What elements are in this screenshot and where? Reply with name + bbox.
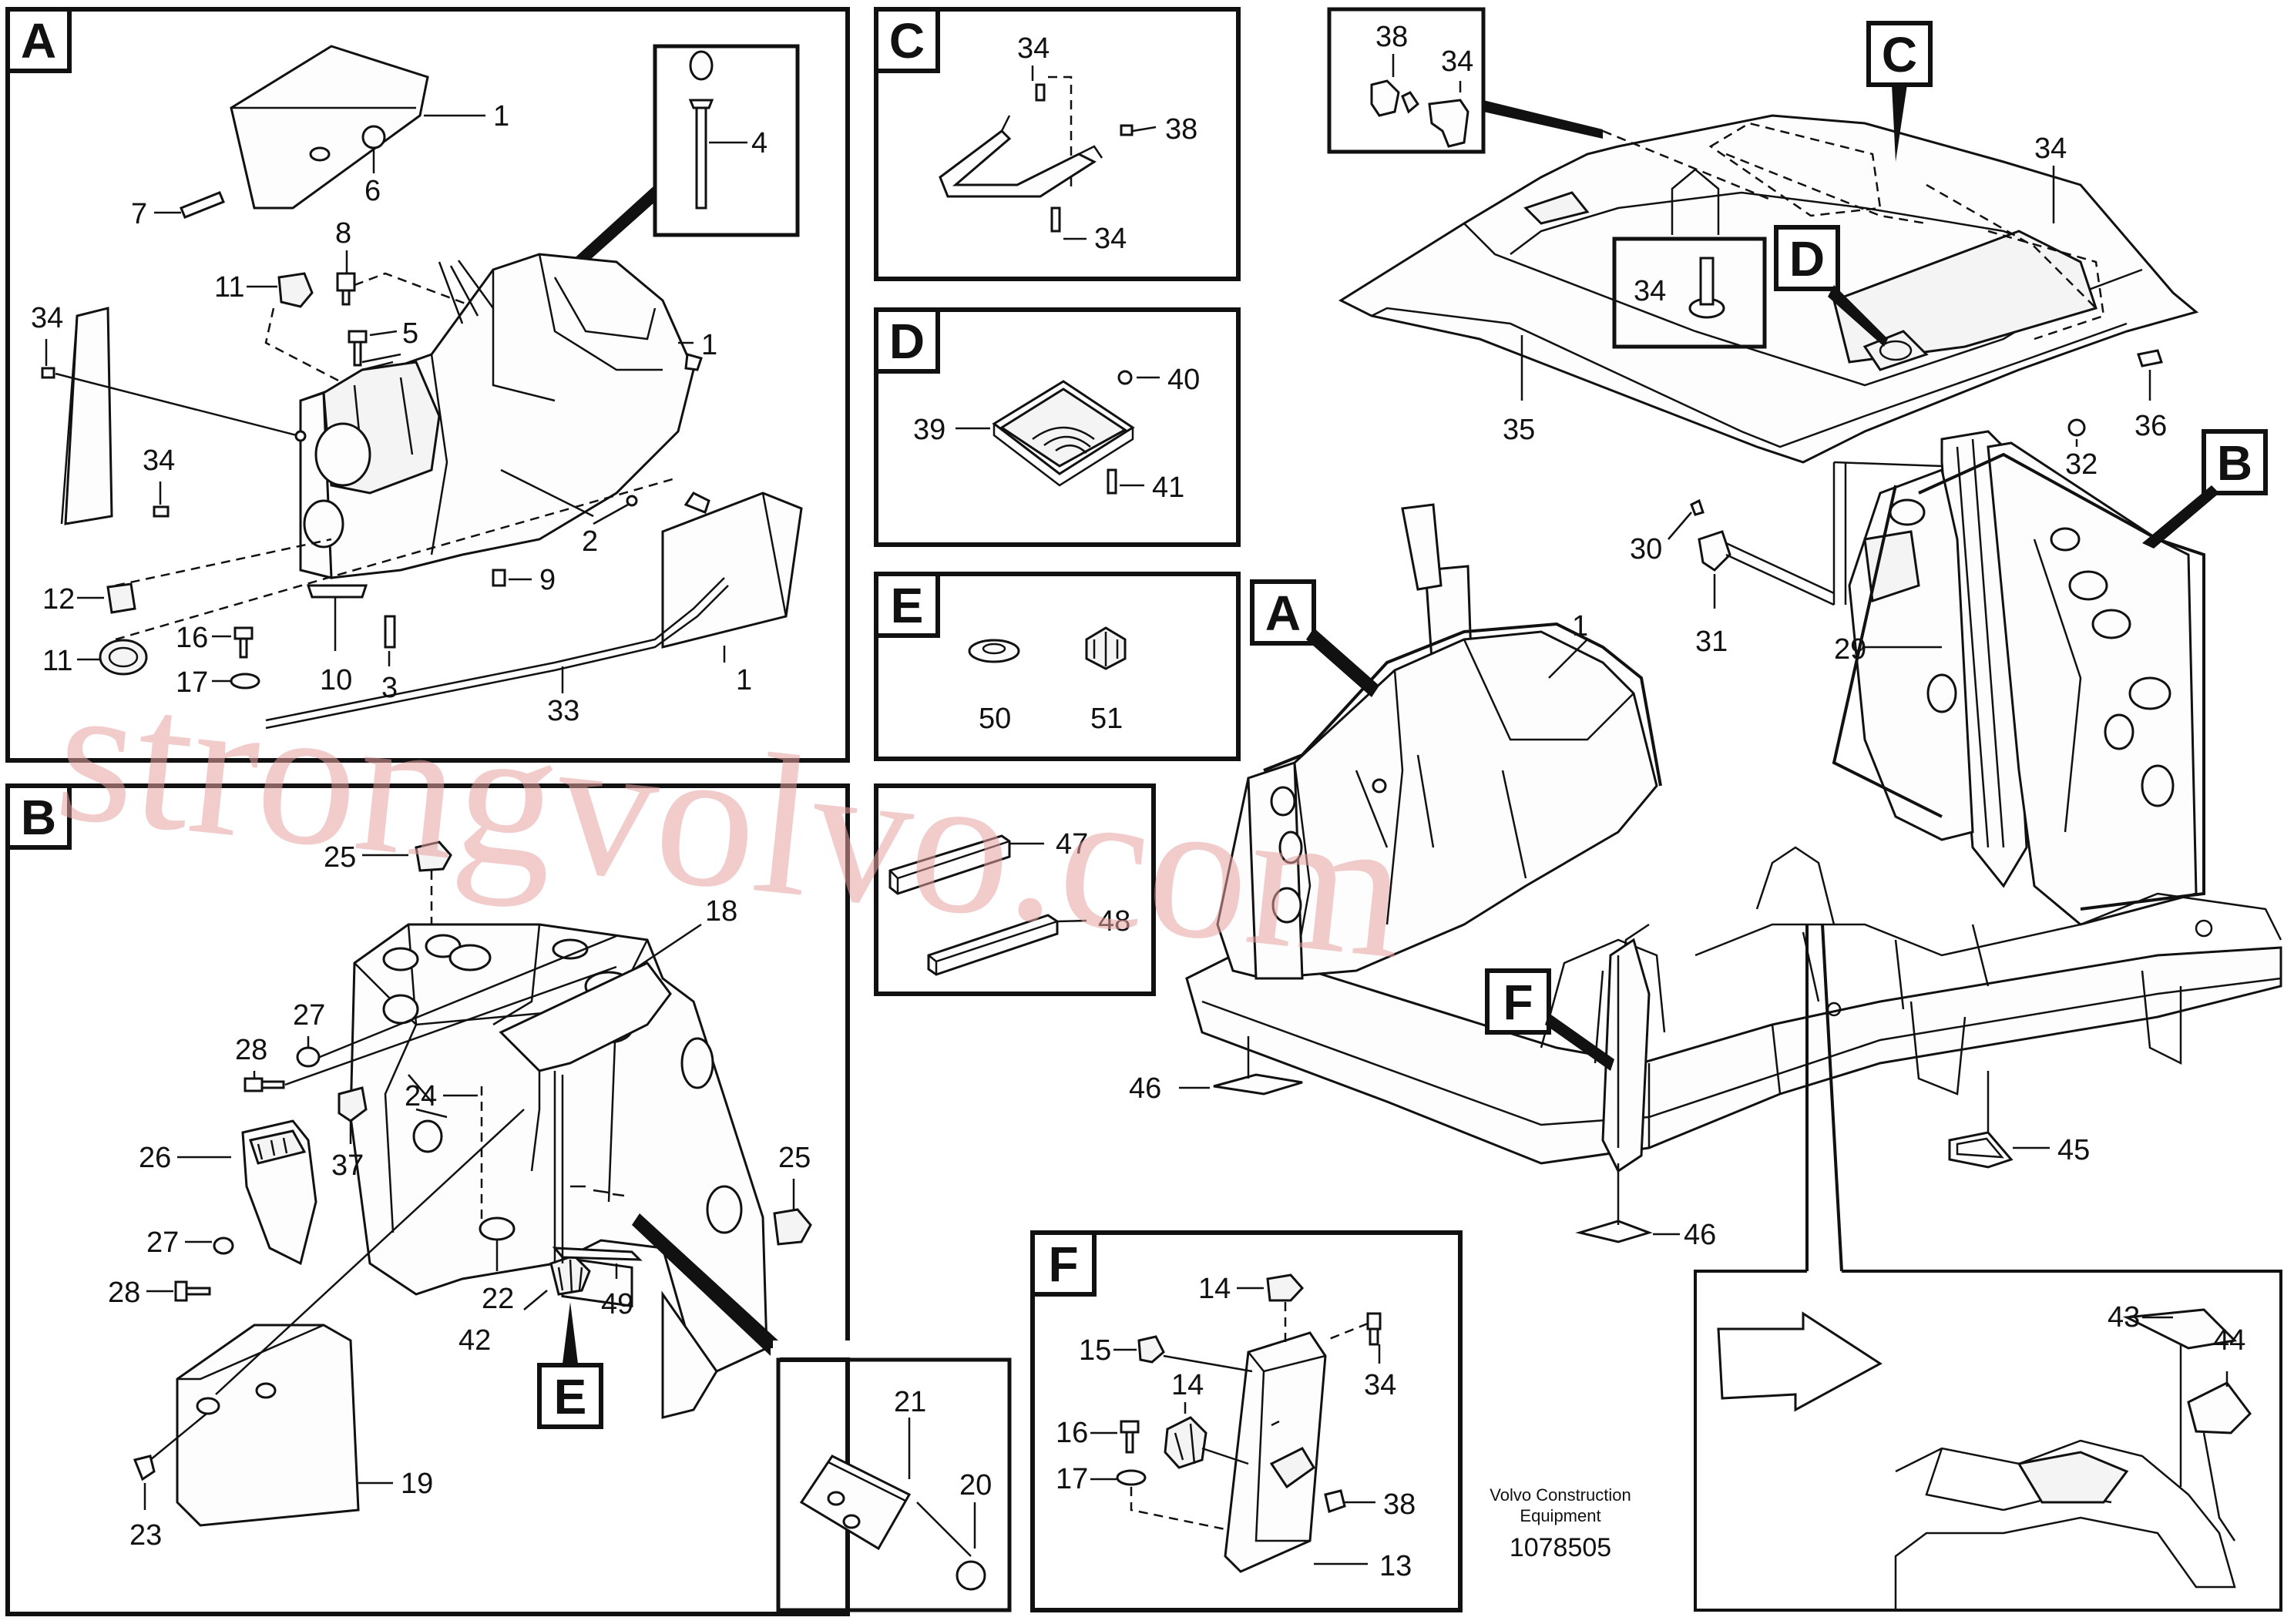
label-b-24: 24 [405,1080,437,1112]
main-callout-f: F [1503,975,1533,1030]
label-f-15: 15 [1079,1334,1111,1367]
label-a-11-top: 11 [214,271,244,304]
label-b-28-bot: 28 [108,1277,140,1309]
main-callout-d: D [1789,231,1825,287]
label-main-36: 36 [2134,410,2167,442]
label-d-40: 40 [1167,364,1200,396]
label-a-5: 5 [402,317,418,350]
main-callout-c: C [1882,27,1917,82]
label-main-46-left: 46 [1129,1072,1161,1105]
label-c-34-top: 34 [1017,32,1050,65]
panel-f: F 14 15 14 34 16 17 38 13 [1030,1230,1463,1612]
label-main-35: 35 [1503,414,1535,446]
label-f-34: 34 [1364,1369,1396,1401]
label-b-26: 26 [139,1142,171,1174]
footer-company-line1: Volvo Construction [1490,1485,1631,1505]
panel-c-letter: C [889,13,925,69]
panel-a-letter: A [21,13,56,69]
label-a-4: 4 [751,127,767,159]
label-a-9: 9 [539,564,556,596]
panel-e: E 50 51 [874,572,1241,761]
panel-a: A 1 6 7 4 8 11 [5,7,850,763]
label-strip-48: 48 [1098,905,1130,938]
label-f-13: 13 [1379,1550,1412,1582]
label-a-10: 10 [320,664,352,696]
label-a-1-mid: 1 [701,329,717,361]
label-a-2: 2 [582,525,598,558]
label-f-14-top: 14 [1198,1273,1231,1305]
label-main-34-center: 34 [1634,275,1666,307]
label-a-16: 16 [176,622,208,654]
label-b-21: 21 [894,1386,926,1418]
label-a-11-bot: 11 [42,645,72,677]
panel-strips: 47 48 [874,783,1156,996]
label-f-38: 38 [1383,1488,1416,1521]
label-b-28-top: 28 [235,1034,267,1066]
main-callout-a: A [1265,586,1301,641]
label-a-7: 7 [131,198,147,230]
label-b-27-bot: 27 [146,1226,179,1259]
label-a-6: 6 [364,175,381,207]
label-f-17: 17 [1056,1463,1088,1495]
label-b-25-top: 25 [324,841,356,874]
panel-b-e-callout: E [554,1369,587,1424]
label-main-46-bot: 46 [1684,1219,1716,1251]
main-assembly: 38 34 C 34 34 D 35 36 29 [1129,7,2282,1612]
label-a-1-bot: 1 [736,664,752,696]
label-e-51: 51 [1090,703,1123,735]
label-strip-47: 47 [1056,828,1088,861]
panel-d: D 40 39 41 [874,307,1241,547]
label-b-18: 18 [705,895,737,928]
label-a-34-left: 34 [31,302,63,334]
watermark: strongvolvo.com [48,639,1416,1002]
footer-drawing-number: 1078505 [1510,1533,1611,1562]
label-b-20: 20 [959,1469,992,1502]
label-c-38: 38 [1165,113,1197,146]
label-main-32: 32 [2065,448,2098,481]
label-f-14-mid: 14 [1171,1369,1204,1401]
panel-e-letter: E [891,578,924,633]
label-d-39: 39 [913,414,945,446]
label-main-45: 45 [2057,1134,2090,1166]
label-a-17: 17 [176,666,208,699]
label-main-44: 44 [2213,1324,2245,1357]
label-b-19: 19 [401,1468,433,1500]
panel-f-letter: F [1048,1236,1078,1292]
label-a-8: 8 [335,217,351,250]
footer-company-line2: Equipment [1520,1506,1600,1525]
label-a-33: 33 [547,695,579,727]
label-f-16: 16 [1056,1417,1088,1449]
label-d-41: 41 [1152,471,1184,504]
label-main-30: 30 [1630,533,1662,565]
panel-b-letter: B [21,790,56,845]
label-main-31: 31 [1695,626,1728,658]
label-main-43: 43 [2108,1301,2140,1334]
label-a-1-top: 1 [493,100,509,133]
label-e-50: 50 [979,703,1011,735]
label-a-12: 12 [42,583,75,616]
label-c-34-bot: 34 [1094,223,1127,255]
panel-c: C 34 38 34 [874,7,1241,281]
label-main-34-top: 34 [1441,45,1473,78]
panel-b: B 25 18 27 28 [5,783,1012,1616]
label-b-49: 49 [601,1288,633,1320]
main-callout-b: B [2217,435,2252,491]
label-a-34-mid: 34 [143,445,175,477]
panel-d-letter: D [889,314,925,369]
label-b-23: 23 [129,1519,162,1552]
label-b-25-right: 25 [778,1142,811,1174]
label-main-34-right: 34 [2034,133,2067,165]
label-b-22: 22 [482,1283,514,1315]
label-b-42: 42 [458,1324,491,1357]
label-main-38: 38 [1375,21,1408,53]
label-b-27-top: 27 [293,999,325,1032]
label-b-37: 37 [331,1149,364,1182]
